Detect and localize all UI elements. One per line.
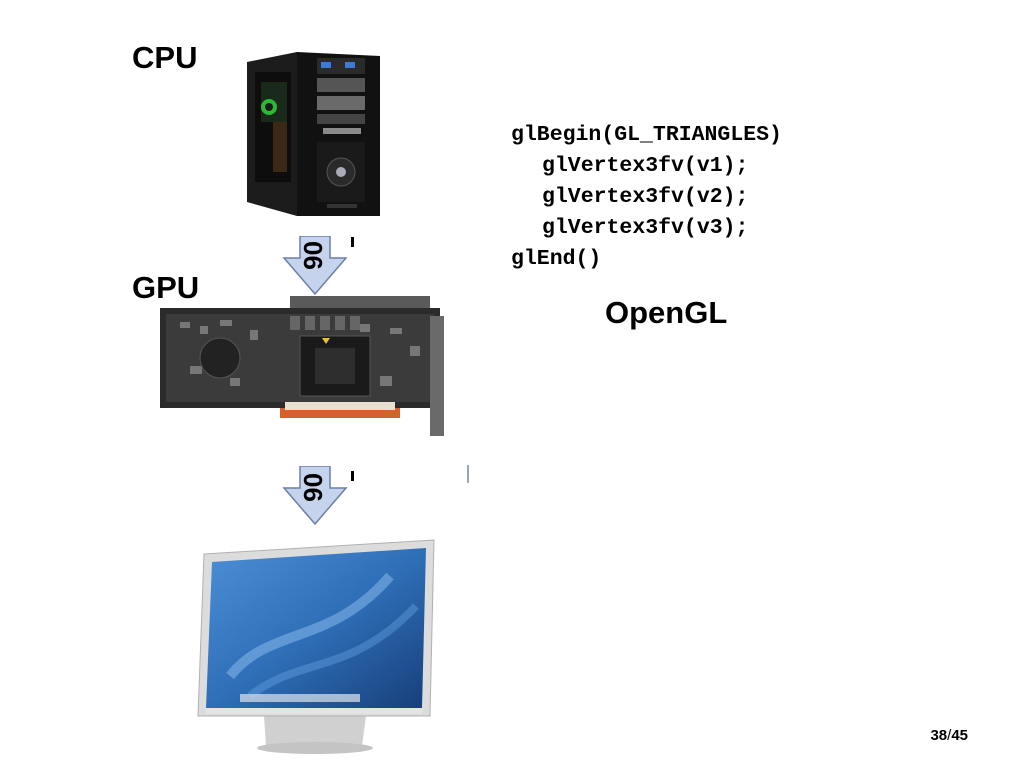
cpu-label: CPU — [132, 40, 198, 75]
monitor-image — [197, 539, 435, 754]
code-line: glVertex3fv(v3); — [542, 216, 749, 240]
code-line: glVertex3fv(v1); — [542, 154, 749, 178]
code-line: glVertex3fv(v2); — [542, 185, 749, 209]
gpu-label: GPU — [132, 270, 200, 305]
graphics-card-image — [160, 296, 444, 436]
down-arrow-icon — [282, 236, 348, 296]
page-separator: / — [947, 727, 952, 744]
tick-mark — [351, 237, 354, 247]
rotated-arrow-label: 06 — [297, 241, 328, 270]
code-block: glBegin(GL_TRIANGLES) glVertex3fv(v1); glV… — [511, 120, 782, 275]
code-line: glBegin(GL_TRIANGLES) — [511, 123, 782, 147]
page-total: 45 — [951, 727, 968, 744]
rotated-arrow-label: 06 — [297, 473, 328, 502]
divider-mark — [467, 465, 469, 483]
page-current: 38 — [930, 727, 948, 744]
opengl-label: OpenGL — [605, 295, 728, 330]
page-number: 38/45 — [930, 727, 968, 744]
code-line: glEnd() — [511, 247, 602, 271]
pc-tower-image — [247, 52, 380, 216]
down-arrow-icon — [282, 466, 348, 526]
tick-mark — [351, 471, 354, 481]
